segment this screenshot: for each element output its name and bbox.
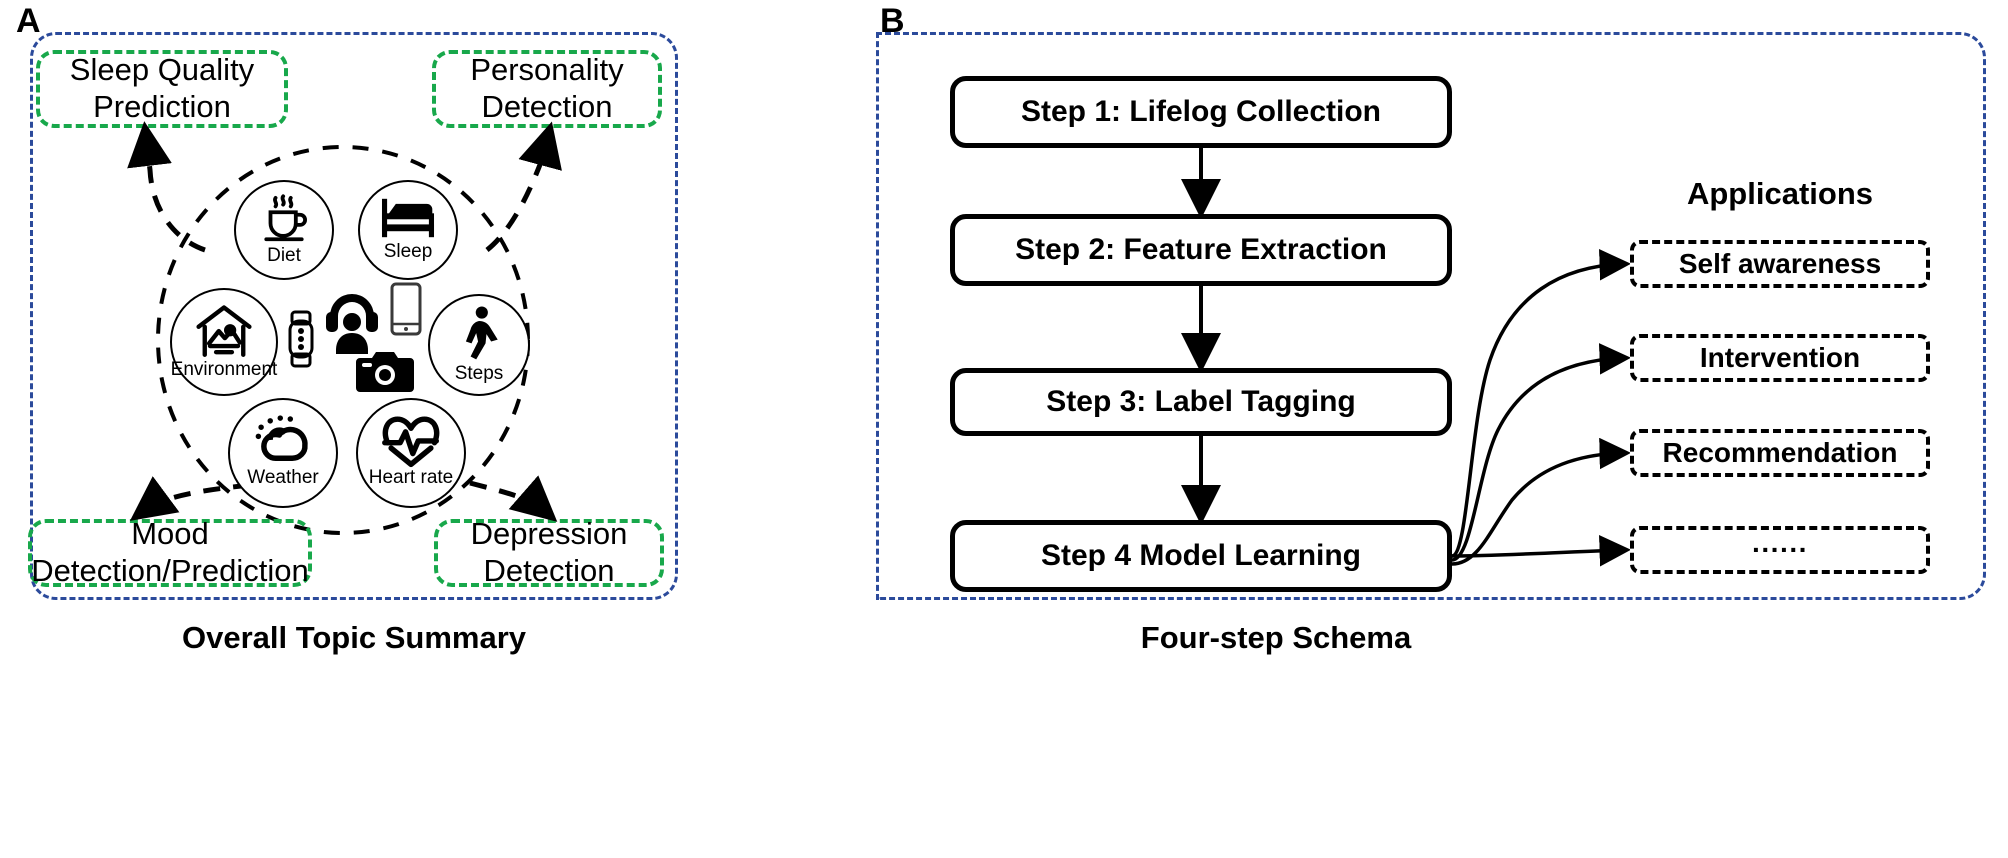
topic-line-2: Detection bbox=[483, 553, 615, 588]
step-box-1[interactable]: Step 1: Lifelog Collection bbox=[950, 76, 1452, 148]
application-label: Intervention bbox=[1699, 342, 1861, 373]
application-box-recommendation[interactable]: Recommendation bbox=[1630, 429, 1930, 477]
topic-line-2: Prediction bbox=[93, 89, 231, 124]
panel-b-caption: Four-step Schema bbox=[1140, 620, 1412, 655]
modality-label: Diet bbox=[267, 245, 301, 266]
step-box-2[interactable]: Step 2: Feature Extraction bbox=[950, 214, 1452, 286]
topic-line-1: Personality bbox=[470, 52, 624, 88]
step-label: Step 1: Lifelog Collection bbox=[1020, 95, 1381, 128]
headset-user-icon bbox=[324, 286, 380, 354]
smartwatch-icon bbox=[288, 310, 314, 368]
house-landscape-icon bbox=[193, 304, 255, 360]
sun-cloud-icon bbox=[252, 412, 314, 468]
modality-circle-sleep[interactable]: Sleep bbox=[358, 180, 458, 280]
smartphone-icon bbox=[390, 282, 422, 336]
step-label: Step 3: Label Tagging bbox=[1046, 385, 1356, 418]
application-label: Self awareness bbox=[1678, 248, 1882, 279]
modality-label: Environment bbox=[170, 359, 278, 380]
topic-line-2: Detection bbox=[481, 89, 613, 124]
application-label: ······ bbox=[1752, 534, 1808, 565]
applications-title: Applications bbox=[1686, 176, 1873, 211]
topic-line-1: Mood bbox=[131, 516, 209, 552]
topic-box-mood-detection-prediction[interactable]: Mood Detection/Prediction bbox=[28, 516, 312, 588]
panel-a-caption: Overall Topic Summary bbox=[182, 620, 526, 655]
application-label: Recommendation bbox=[1662, 437, 1898, 468]
modality-circle-steps[interactable]: Steps bbox=[428, 294, 530, 396]
walking-person-icon bbox=[456, 306, 502, 364]
topic-line-2: Detection/Prediction bbox=[31, 553, 309, 588]
modality-circle-diet[interactable]: Diet bbox=[234, 180, 334, 280]
step-label: Step 4 Model Learning bbox=[1040, 539, 1362, 572]
panel-b-container bbox=[876, 32, 1986, 600]
camera-icon bbox=[356, 348, 414, 392]
modality-circle-heart-rate[interactable]: Heart rate bbox=[356, 398, 466, 508]
modality-circle-weather[interactable]: Weather bbox=[228, 398, 338, 508]
topic-line-1: Depression bbox=[470, 516, 628, 552]
modality-label: Weather bbox=[247, 467, 319, 488]
modality-label: Steps bbox=[454, 363, 504, 384]
panel-a-letter: A bbox=[16, 2, 41, 40]
coffee-cup-icon bbox=[257, 192, 311, 246]
heart-pulse-icon bbox=[380, 412, 442, 468]
panel-a-connectors bbox=[127, 121, 562, 522]
step-label: Step 2: Feature Extraction bbox=[1015, 233, 1387, 266]
panel-a-container bbox=[30, 32, 678, 600]
application-box-ellipsis[interactable]: ······ bbox=[1630, 526, 1930, 574]
topic-line-1: Sleep Quality bbox=[69, 52, 255, 88]
modality-label: Sleep bbox=[383, 241, 433, 262]
panel-b-step-arrows bbox=[1181, 148, 1631, 567]
step-box-3[interactable]: Step 3: Label Tagging bbox=[950, 368, 1452, 436]
application-box-intervention[interactable]: Intervention bbox=[1630, 334, 1930, 382]
step-box-4[interactable]: Step 4 Model Learning bbox=[950, 520, 1452, 592]
application-box-self-awareness[interactable]: Self awareness bbox=[1630, 240, 1930, 288]
modality-label: Heart rate bbox=[368, 467, 454, 488]
modality-circle-environment[interactable]: Environment bbox=[170, 288, 278, 396]
panel-divider bbox=[876, 32, 879, 600]
bed-icon bbox=[379, 194, 437, 242]
